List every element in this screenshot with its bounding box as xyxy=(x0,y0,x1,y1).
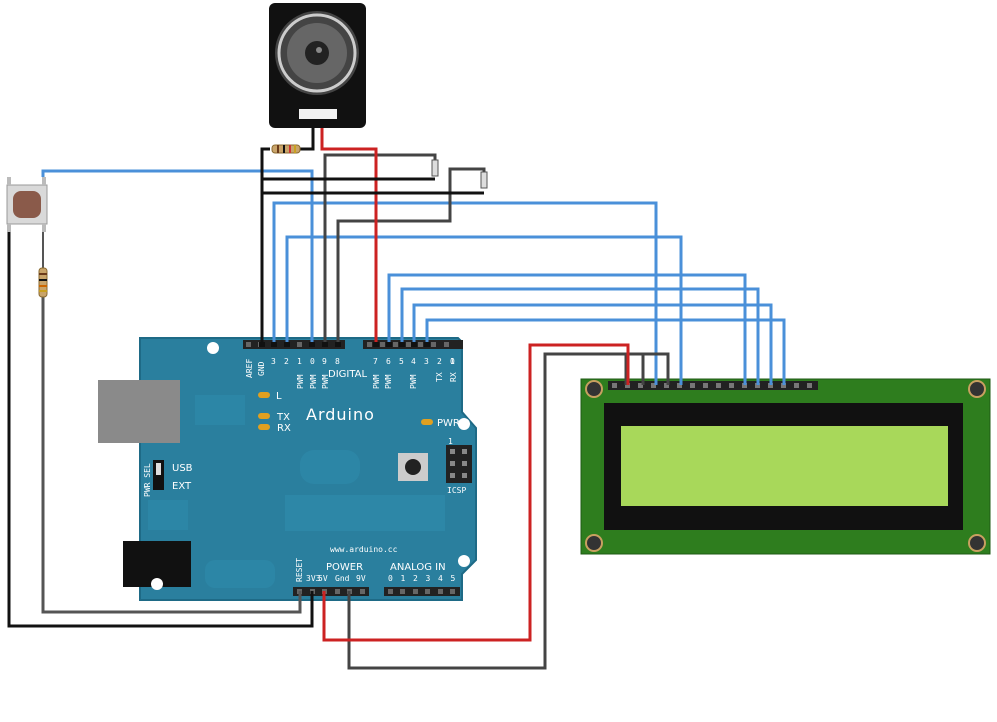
pushbutton-icon xyxy=(6,177,48,232)
digital-pin-label: 1 xyxy=(297,357,302,366)
connector xyxy=(480,171,488,189)
digital-pin-label: 3 xyxy=(424,357,429,366)
wire-lcd-d7 xyxy=(425,318,786,385)
icsp-pin1-label: 1 xyxy=(448,437,453,446)
url-label: www.arduino.cc xyxy=(330,545,398,554)
analog-in-label: ANALOG IN xyxy=(390,562,446,573)
digital-pin-label: 0 xyxy=(310,357,315,366)
wire-lcd-rs xyxy=(272,201,658,385)
digital-label: DIGITAL xyxy=(328,369,368,380)
analog-pin-label: 4 xyxy=(438,574,443,583)
ext-label: EXT xyxy=(172,481,192,492)
lcd-screen xyxy=(621,426,948,506)
mount-hole xyxy=(458,555,470,567)
pwm-label: PWM xyxy=(309,374,318,389)
wire-lcd-d4 xyxy=(387,273,747,385)
connector xyxy=(431,159,439,177)
digital-pin-label: 9 xyxy=(322,357,327,366)
atmega-chip xyxy=(285,495,445,531)
reset-label: RESET xyxy=(295,558,304,582)
wire-speaker-pin7 xyxy=(320,128,378,345)
wires xyxy=(7,128,786,670)
digital-pin-label: 8 xyxy=(335,357,340,366)
mount-hole xyxy=(151,578,163,590)
wire-button-signal xyxy=(41,169,314,345)
lcd-module xyxy=(580,378,991,555)
led-tx-label: TX xyxy=(276,412,290,423)
wire-button-vcc xyxy=(7,232,314,628)
led-l-label: L xyxy=(276,391,282,402)
led-l xyxy=(258,392,270,398)
digital-pin-label: 7 xyxy=(373,357,378,366)
led-tx xyxy=(258,413,270,419)
digital-pin-label: 2 xyxy=(437,357,442,366)
resistor-icon xyxy=(38,267,48,298)
wire-gnd-resistor xyxy=(260,147,270,345)
board-title: Arduino xyxy=(306,405,375,424)
resistor-icon xyxy=(271,144,301,154)
v33-label: 3V3 xyxy=(306,574,321,583)
wire-gnd-lcd xyxy=(347,352,645,670)
led-pwr-label: PWR xyxy=(437,418,460,429)
aref-label: AREF xyxy=(245,359,254,378)
digital-pin-label: 0 xyxy=(450,357,455,366)
wire-lcd-d5 xyxy=(400,287,760,385)
wire-lcd-gnd-bridge xyxy=(624,352,670,385)
wire-lcd-d6 xyxy=(412,303,773,385)
tx-pin-label: TX xyxy=(435,372,444,382)
mount-hole xyxy=(207,342,219,354)
usb-connector xyxy=(98,380,180,443)
power-header xyxy=(293,587,369,596)
digital-pin-label: 3 xyxy=(271,357,276,366)
pwm-label: PWM xyxy=(321,374,330,389)
led-rx xyxy=(258,424,270,430)
v5-label: 5V xyxy=(318,574,328,583)
analog-header xyxy=(384,587,460,596)
v9-label: 9V xyxy=(356,574,366,583)
wire-gray-1 xyxy=(323,153,437,345)
gnd-label: GND xyxy=(257,361,266,376)
pwm-label: PWM xyxy=(384,374,393,389)
pwm-label: PWM xyxy=(296,374,305,389)
pwm-label: PWM xyxy=(409,374,418,389)
icsp-header xyxy=(446,445,472,483)
pwr-sel-label: PWR SEL xyxy=(143,463,152,497)
icsp-label: ICSP xyxy=(447,486,466,495)
gnd-power-label: Gnd xyxy=(335,574,350,583)
wire-speaker-gnd xyxy=(300,128,315,151)
digital-pin-label: 1 xyxy=(450,357,455,366)
lcd-header xyxy=(608,381,818,390)
speaker-icon xyxy=(269,3,366,128)
usb-label: USB xyxy=(172,463,193,474)
digital-pin-label: 4 xyxy=(411,357,416,366)
digital-pin-label: 6 xyxy=(386,357,391,366)
analog-pin-label: 3 xyxy=(426,574,431,583)
analog-pin-label: 5 xyxy=(451,574,456,583)
digital-header-left xyxy=(243,340,345,349)
mount-hole xyxy=(458,418,470,430)
wire-pulldown-gnd xyxy=(41,297,302,614)
wire-5v-lcd xyxy=(322,343,630,642)
digital-pin-label: 5 xyxy=(399,357,404,366)
wire-gray-2 xyxy=(336,167,486,345)
led-rx-label: RX xyxy=(277,423,291,434)
analog-pin-label: 0 xyxy=(388,574,393,583)
power-label: POWER xyxy=(326,562,363,573)
pwm-label: PWM xyxy=(372,374,381,389)
wire-lcd-e xyxy=(285,235,683,385)
led-pwr xyxy=(421,419,433,425)
digital-pin-label: 2 xyxy=(284,357,289,366)
analog-pin-label: 2 xyxy=(413,574,418,583)
rx-pin-label: RX xyxy=(449,372,458,382)
analog-pin-label: 1 xyxy=(401,574,406,583)
reset-button-cap[interactable] xyxy=(405,459,421,475)
